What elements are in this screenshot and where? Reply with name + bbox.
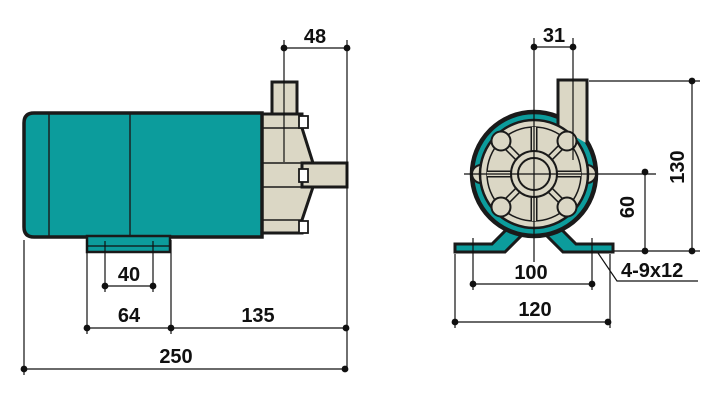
side-motor-body xyxy=(22,111,264,239)
dim-130-label: 130 xyxy=(667,150,689,183)
dim-64-label: 64 xyxy=(118,305,141,327)
dim-48: 48 xyxy=(280,26,351,369)
callout-mount-slots: 4-9x12 xyxy=(597,252,698,282)
dim-60: 60 xyxy=(614,168,700,255)
dim-135-label: 135 xyxy=(241,305,274,327)
dim-31-label: 31 xyxy=(543,25,565,47)
dim-100-label: 100 xyxy=(514,262,547,284)
side-motor-seams xyxy=(48,114,131,236)
dim-40-label: 40 xyxy=(118,264,140,286)
dim-120-label: 120 xyxy=(518,299,551,321)
front-centerlines xyxy=(464,38,656,262)
side-dimensions: 48 40 64 135 250 xyxy=(20,26,351,375)
dim-48-label: 48 xyxy=(304,26,326,48)
side-notches xyxy=(298,115,309,234)
front-dimensions: 31 130 60 100 120 xyxy=(451,25,700,328)
dim-130: 130 xyxy=(589,77,700,255)
side-mounting-foot xyxy=(85,234,172,254)
side-pump-head-lines xyxy=(262,127,302,221)
dim-40: 40 xyxy=(101,241,157,292)
side-view xyxy=(22,80,349,254)
dim-60-label: 60 xyxy=(617,196,639,218)
front-view xyxy=(453,38,656,262)
dim-250-label: 250 xyxy=(159,346,192,368)
dim-120: 120 xyxy=(451,254,612,328)
dim-100: 100 xyxy=(469,238,596,290)
dim-31: 31 xyxy=(530,25,577,51)
dim-64-135: 64 135 xyxy=(83,240,350,334)
dim-slots-label: 4-9x12 xyxy=(621,260,683,282)
dim-250: 250 xyxy=(20,240,349,375)
front-bolt-bosses xyxy=(490,130,578,218)
